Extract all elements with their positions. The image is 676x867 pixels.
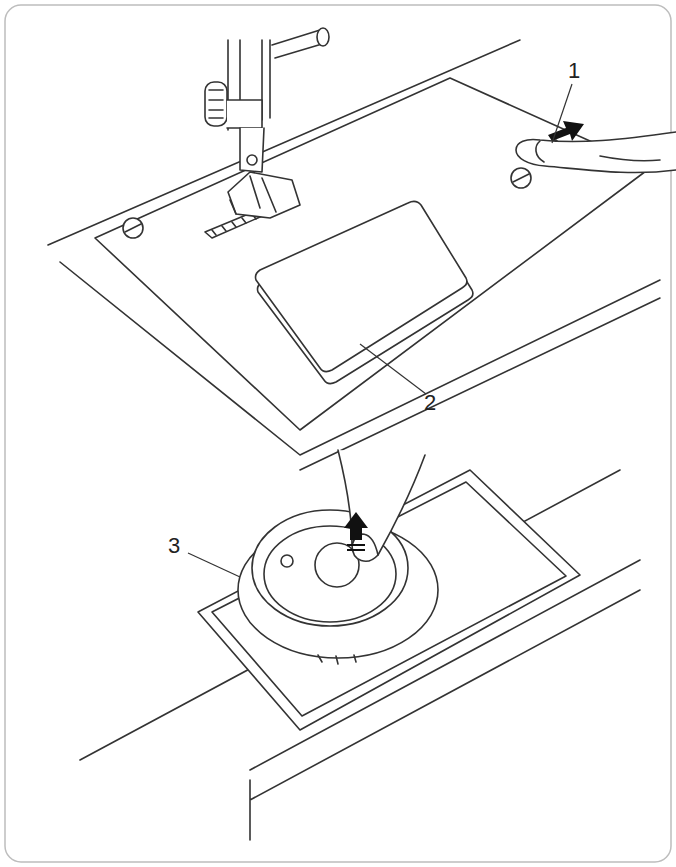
fingernail [536, 141, 544, 162]
foot-shank [240, 128, 264, 172]
guide-knob [317, 28, 329, 46]
screw-slot [125, 224, 141, 232]
callout-number: 2 [424, 392, 436, 414]
finger [338, 450, 425, 561]
leader-line [360, 344, 426, 394]
lift-arrow [344, 512, 368, 540]
bobbin-hole [281, 555, 293, 567]
needle-plate [95, 78, 650, 430]
presser-foot [228, 172, 300, 218]
screw [511, 168, 531, 188]
bobbin-cover [256, 201, 467, 371]
frame [5, 5, 671, 862]
presser-foot-detail [230, 176, 276, 214]
screw-slot [513, 174, 529, 182]
needle-bar [228, 40, 270, 130]
finger [516, 132, 676, 173]
callout-number: 1 [568, 60, 580, 82]
foot-screw [247, 155, 257, 165]
presser-bar [227, 100, 262, 128]
lift-arrow-mark [347, 545, 365, 550]
thumb-screw [205, 82, 227, 126]
callout-number: 3 [168, 535, 180, 557]
finger-crease [600, 156, 660, 161]
leader-line [552, 84, 572, 143]
screw [123, 218, 143, 238]
thread-guide [272, 30, 322, 58]
thumb-screw-grip [209, 90, 223, 118]
holder-slot [318, 655, 356, 664]
